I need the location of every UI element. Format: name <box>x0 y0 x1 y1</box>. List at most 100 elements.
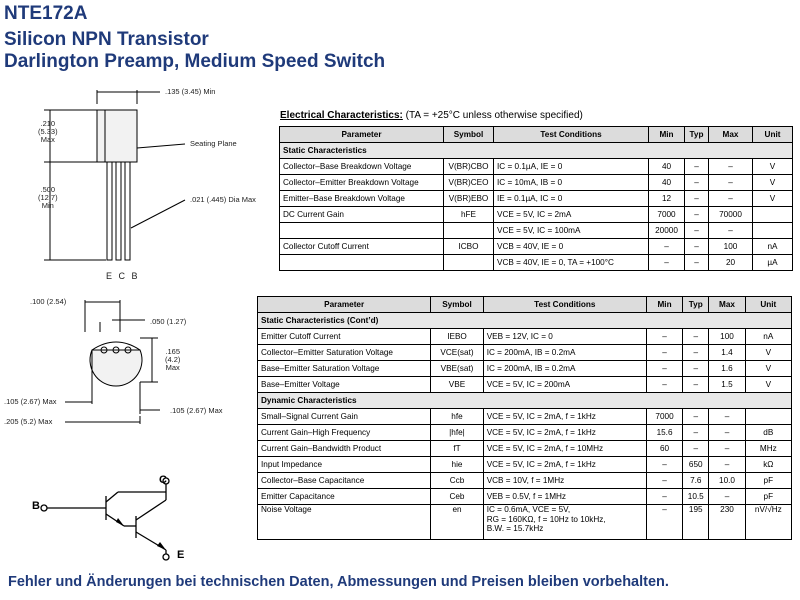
cell-symbol: VBE <box>430 376 484 393</box>
cell-conditions: IC = 0.1µA, IE = 0 <box>493 158 649 175</box>
cell-min: 60 <box>645 440 684 457</box>
cell-conditions: VEB = 12V, IC = 0 <box>482 328 647 345</box>
cell-min: 20000 <box>648 222 685 239</box>
cell-typ: – <box>682 360 710 377</box>
cell-conditions: VCE = 5V, IC = 100mA <box>493 222 649 239</box>
cell-conditions: VCE = 5V, IC = 2mA <box>493 206 649 223</box>
cell-typ: – <box>684 174 709 191</box>
table-header-row: Parameter Symbol Test Conditions Min Typ… <box>256 296 793 313</box>
cell-symbol: V(BR)CBO <box>443 158 494 175</box>
cell-typ: – <box>682 376 710 393</box>
cell-unit: pF <box>744 472 793 489</box>
schematic-emitter-label: E <box>177 549 185 561</box>
cell-param: Collector–Base Breakdown Voltage <box>279 158 444 175</box>
seating-plane-label: Seating Plane <box>190 139 237 148</box>
cell-param: Base–Emitter Voltage <box>256 376 432 393</box>
cell-max: 100 <box>708 328 746 345</box>
cell-param: Current Gain–High Frequency <box>256 424 432 441</box>
cell-typ: 10.5 <box>682 488 710 505</box>
cell-symbol <box>443 254 494 271</box>
cell-unit: V <box>752 174 793 191</box>
cell-conditions: VCE = 5V, IC = 200mA <box>482 376 647 393</box>
ec-title: Electrical Characteristics: (TA = +25°C … <box>280 110 583 121</box>
cell-max: – <box>708 456 746 473</box>
cell-typ: – <box>684 238 709 255</box>
footer-disclaimer: Fehler und Änderungen bei technischen Da… <box>8 574 669 590</box>
cell-unit <box>752 222 793 239</box>
cell-typ: 7.6 <box>682 472 710 489</box>
col-symbol: Symbol <box>430 296 484 313</box>
cell-max: – <box>708 174 753 191</box>
cell-min: 7000 <box>645 408 684 425</box>
cell-unit: V <box>744 360 793 377</box>
cell-min: – <box>645 328 684 345</box>
section-static-cont: Static Characteristics (Cont’d) <box>257 312 792 329</box>
cell-min: – <box>648 254 685 271</box>
noise-min: – <box>645 504 684 540</box>
package-bottom-view <box>65 300 160 424</box>
cell-conditions: VEB = 0.5V, f = 1MHz <box>482 488 647 505</box>
cell-max: 1.4 <box>708 344 746 361</box>
cell-unit <box>752 206 793 223</box>
cell-symbol: ICBO <box>443 238 494 255</box>
cell-max: – <box>708 222 753 239</box>
cell-conditions: IC = 10mA, IB = 0 <box>493 174 649 191</box>
cell-unit: pF <box>744 488 793 505</box>
lead-length-dim: .500(12.7)Min <box>38 185 58 210</box>
col-parameter: Parameter <box>256 296 432 313</box>
col-typ: Typ <box>684 126 709 143</box>
cell-max: – <box>708 424 746 441</box>
cell-symbol: IEBO <box>430 328 484 345</box>
cell-conditions: IC = 200mA, IB = 0.2mA <box>482 344 647 361</box>
cell-typ: 650 <box>682 456 710 473</box>
width-bottom-dim: .205 (5.2) Max <box>4 417 53 426</box>
cell-conditions: VCE = 5V, IC = 2mA, f = 1kHz <box>482 456 647 473</box>
cell-param: Collector Cutoff Current <box>279 238 444 255</box>
cell-max: – <box>708 190 753 207</box>
cell-typ: – <box>684 158 709 175</box>
pin-offset-dim: .050 (1.27) <box>150 317 187 326</box>
cell-conditions: VCE = 5V, IC = 2mA, f = 1kHz <box>482 424 647 441</box>
lead-dia-dim: .021 (.445) Dia Max <box>190 195 256 204</box>
cell-conditions: VCE = 5V, IC = 2mA, f = 1kHz <box>482 408 647 425</box>
part-type: Silicon NPN Transistor <box>4 29 209 50</box>
col-min: Min <box>645 296 684 313</box>
cell-min: 7000 <box>648 206 685 223</box>
cell-symbol: V(BR)EBO <box>443 190 494 207</box>
cell-param: DC Current Gain <box>279 206 444 223</box>
cell-param: Collector–Base Capacitance <box>256 472 432 489</box>
cell-conditions: IC = 200mA, IB = 0.2mA <box>482 360 647 377</box>
noise-typ: 195 <box>682 504 710 540</box>
cell-conditions: VCB = 40V, IE = 0, TA = +100°C <box>493 254 649 271</box>
cell-min: 12 <box>648 190 685 207</box>
cell-param <box>279 254 444 271</box>
cell-symbol: |hfe| <box>430 424 484 441</box>
cell-param: Emitter–Base Breakdown Voltage <box>279 190 444 207</box>
cell-unit: nA <box>744 328 793 345</box>
cell-param: Small–Signal Current Gain <box>256 408 432 425</box>
table-row-noise: Noise Voltage en IC = 0.6mA, VCE = 5V,RG… <box>256 504 793 540</box>
section-dynamic: Dynamic Characteristics <box>257 392 792 409</box>
cell-symbol: fT <box>430 440 484 457</box>
cell-symbol: hFE <box>443 206 494 223</box>
cell-symbol: Ccb <box>430 472 484 489</box>
height-left-dim: .105 (2.67) Max <box>4 397 57 406</box>
cell-unit: V <box>752 158 793 175</box>
cell-min: – <box>645 360 684 377</box>
cell-unit: MHz <box>744 440 793 457</box>
noise-param: Noise Voltage <box>256 504 432 540</box>
pin-spacing-dim: .100 (2.54) <box>30 297 67 306</box>
